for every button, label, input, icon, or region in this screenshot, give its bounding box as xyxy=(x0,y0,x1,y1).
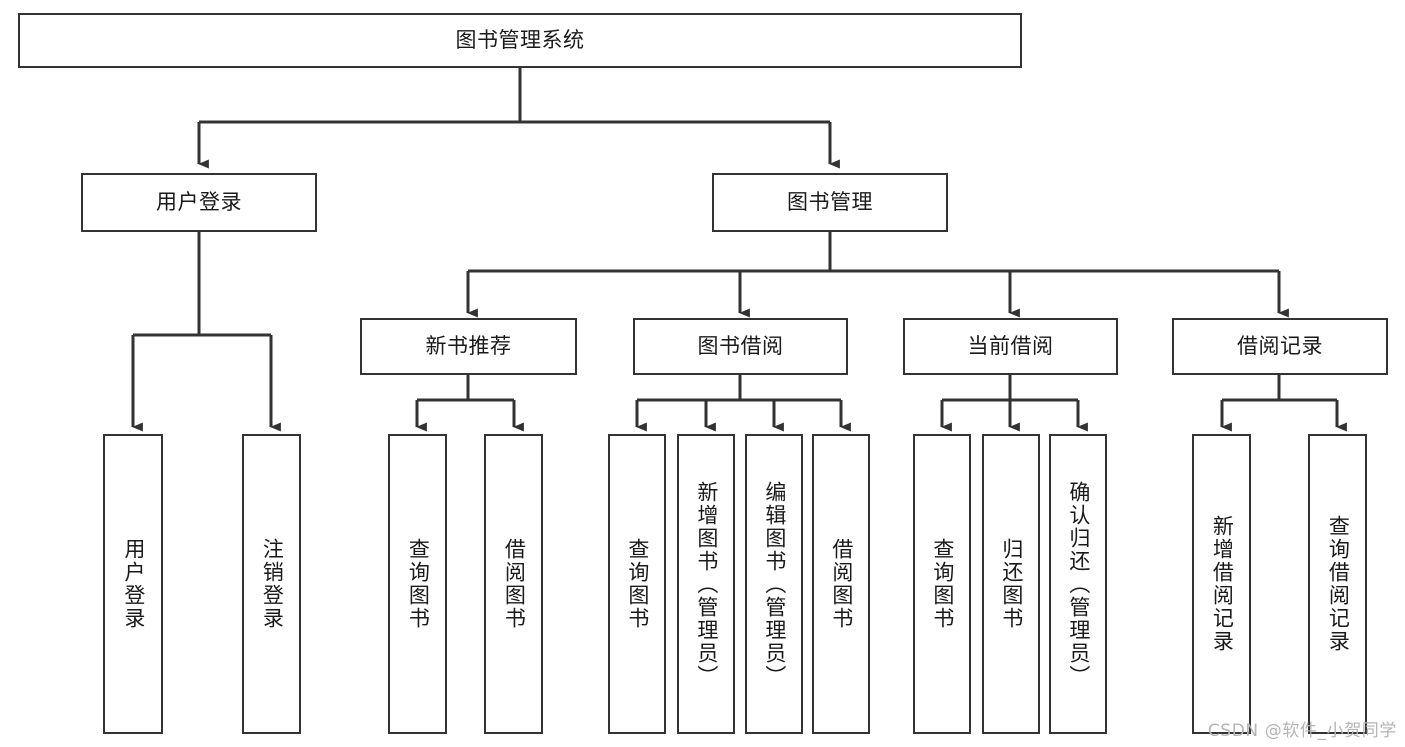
node-book-management[interactable]: 图书管理 xyxy=(712,173,948,232)
leaf-current-return-book[interactable]: 归还图书 xyxy=(982,434,1040,734)
leaf-record-query-record[interactable]: 查询借阅记录 xyxy=(1308,434,1367,734)
node-label: 查询图书 xyxy=(930,538,955,630)
node-label: 用户登录 xyxy=(121,538,146,630)
node-label: 图书管理系统 xyxy=(455,27,585,52)
node-label: 图书借阅 xyxy=(697,333,784,358)
node-label: 图书管理 xyxy=(787,189,873,214)
node-label: 查询图书 xyxy=(406,538,431,630)
node-new-book-recommendation[interactable]: 新书推荐 xyxy=(360,318,577,375)
leaf-rec-query-book[interactable]: 查询图书 xyxy=(388,434,447,734)
node-book-borrowing[interactable]: 图书借阅 xyxy=(633,318,848,375)
node-label: 借阅图书 xyxy=(502,538,527,630)
leaf-user-login[interactable]: 用户登录 xyxy=(103,434,163,734)
node-label: 查询图书 xyxy=(625,538,650,630)
node-label: 查询借阅记录 xyxy=(1326,515,1351,653)
node-label: 确认归还（管理员） xyxy=(1066,480,1091,688)
leaf-borrow-borrow-book[interactable]: 借阅图书 xyxy=(812,434,870,734)
leaf-current-confirm-return[interactable]: 确认归还（管理员） xyxy=(1049,434,1107,734)
node-current-borrowing[interactable]: 当前借阅 xyxy=(903,318,1118,375)
node-borrowing-record[interactable]: 借阅记录 xyxy=(1172,318,1388,375)
leaf-current-query-book[interactable]: 查询图书 xyxy=(913,434,971,734)
leaf-borrow-query-book[interactable]: 查询图书 xyxy=(608,434,666,734)
node-label: 注销登录 xyxy=(260,538,285,630)
leaf-borrow-edit-book[interactable]: 编辑图书（管理员） xyxy=(745,434,803,734)
leaf-borrow-add-book[interactable]: 新增图书（管理员） xyxy=(677,434,735,734)
leaf-logout[interactable]: 注销登录 xyxy=(242,434,301,734)
node-root-book-management-system[interactable]: 图书管理系统 xyxy=(18,13,1022,68)
node-label: 新书推荐 xyxy=(425,333,512,358)
node-label: 归还图书 xyxy=(999,538,1024,630)
node-label: 借阅图书 xyxy=(829,538,854,630)
node-label: 用户登录 xyxy=(156,189,242,214)
node-user-login[interactable]: 用户登录 xyxy=(81,173,317,232)
node-label: 新增借阅记录 xyxy=(1210,515,1235,653)
node-label: 新增图书（管理员） xyxy=(694,480,719,688)
node-label: 当前借阅 xyxy=(967,333,1054,358)
leaf-record-add-record[interactable]: 新增借阅记录 xyxy=(1192,434,1251,734)
csdn-watermark: CSDN @软件_小贺同学 xyxy=(1207,721,1397,741)
node-label: 编辑图书（管理员） xyxy=(762,480,787,688)
leaf-rec-borrow-book[interactable]: 借阅图书 xyxy=(484,434,543,734)
node-label: 借阅记录 xyxy=(1237,333,1323,358)
